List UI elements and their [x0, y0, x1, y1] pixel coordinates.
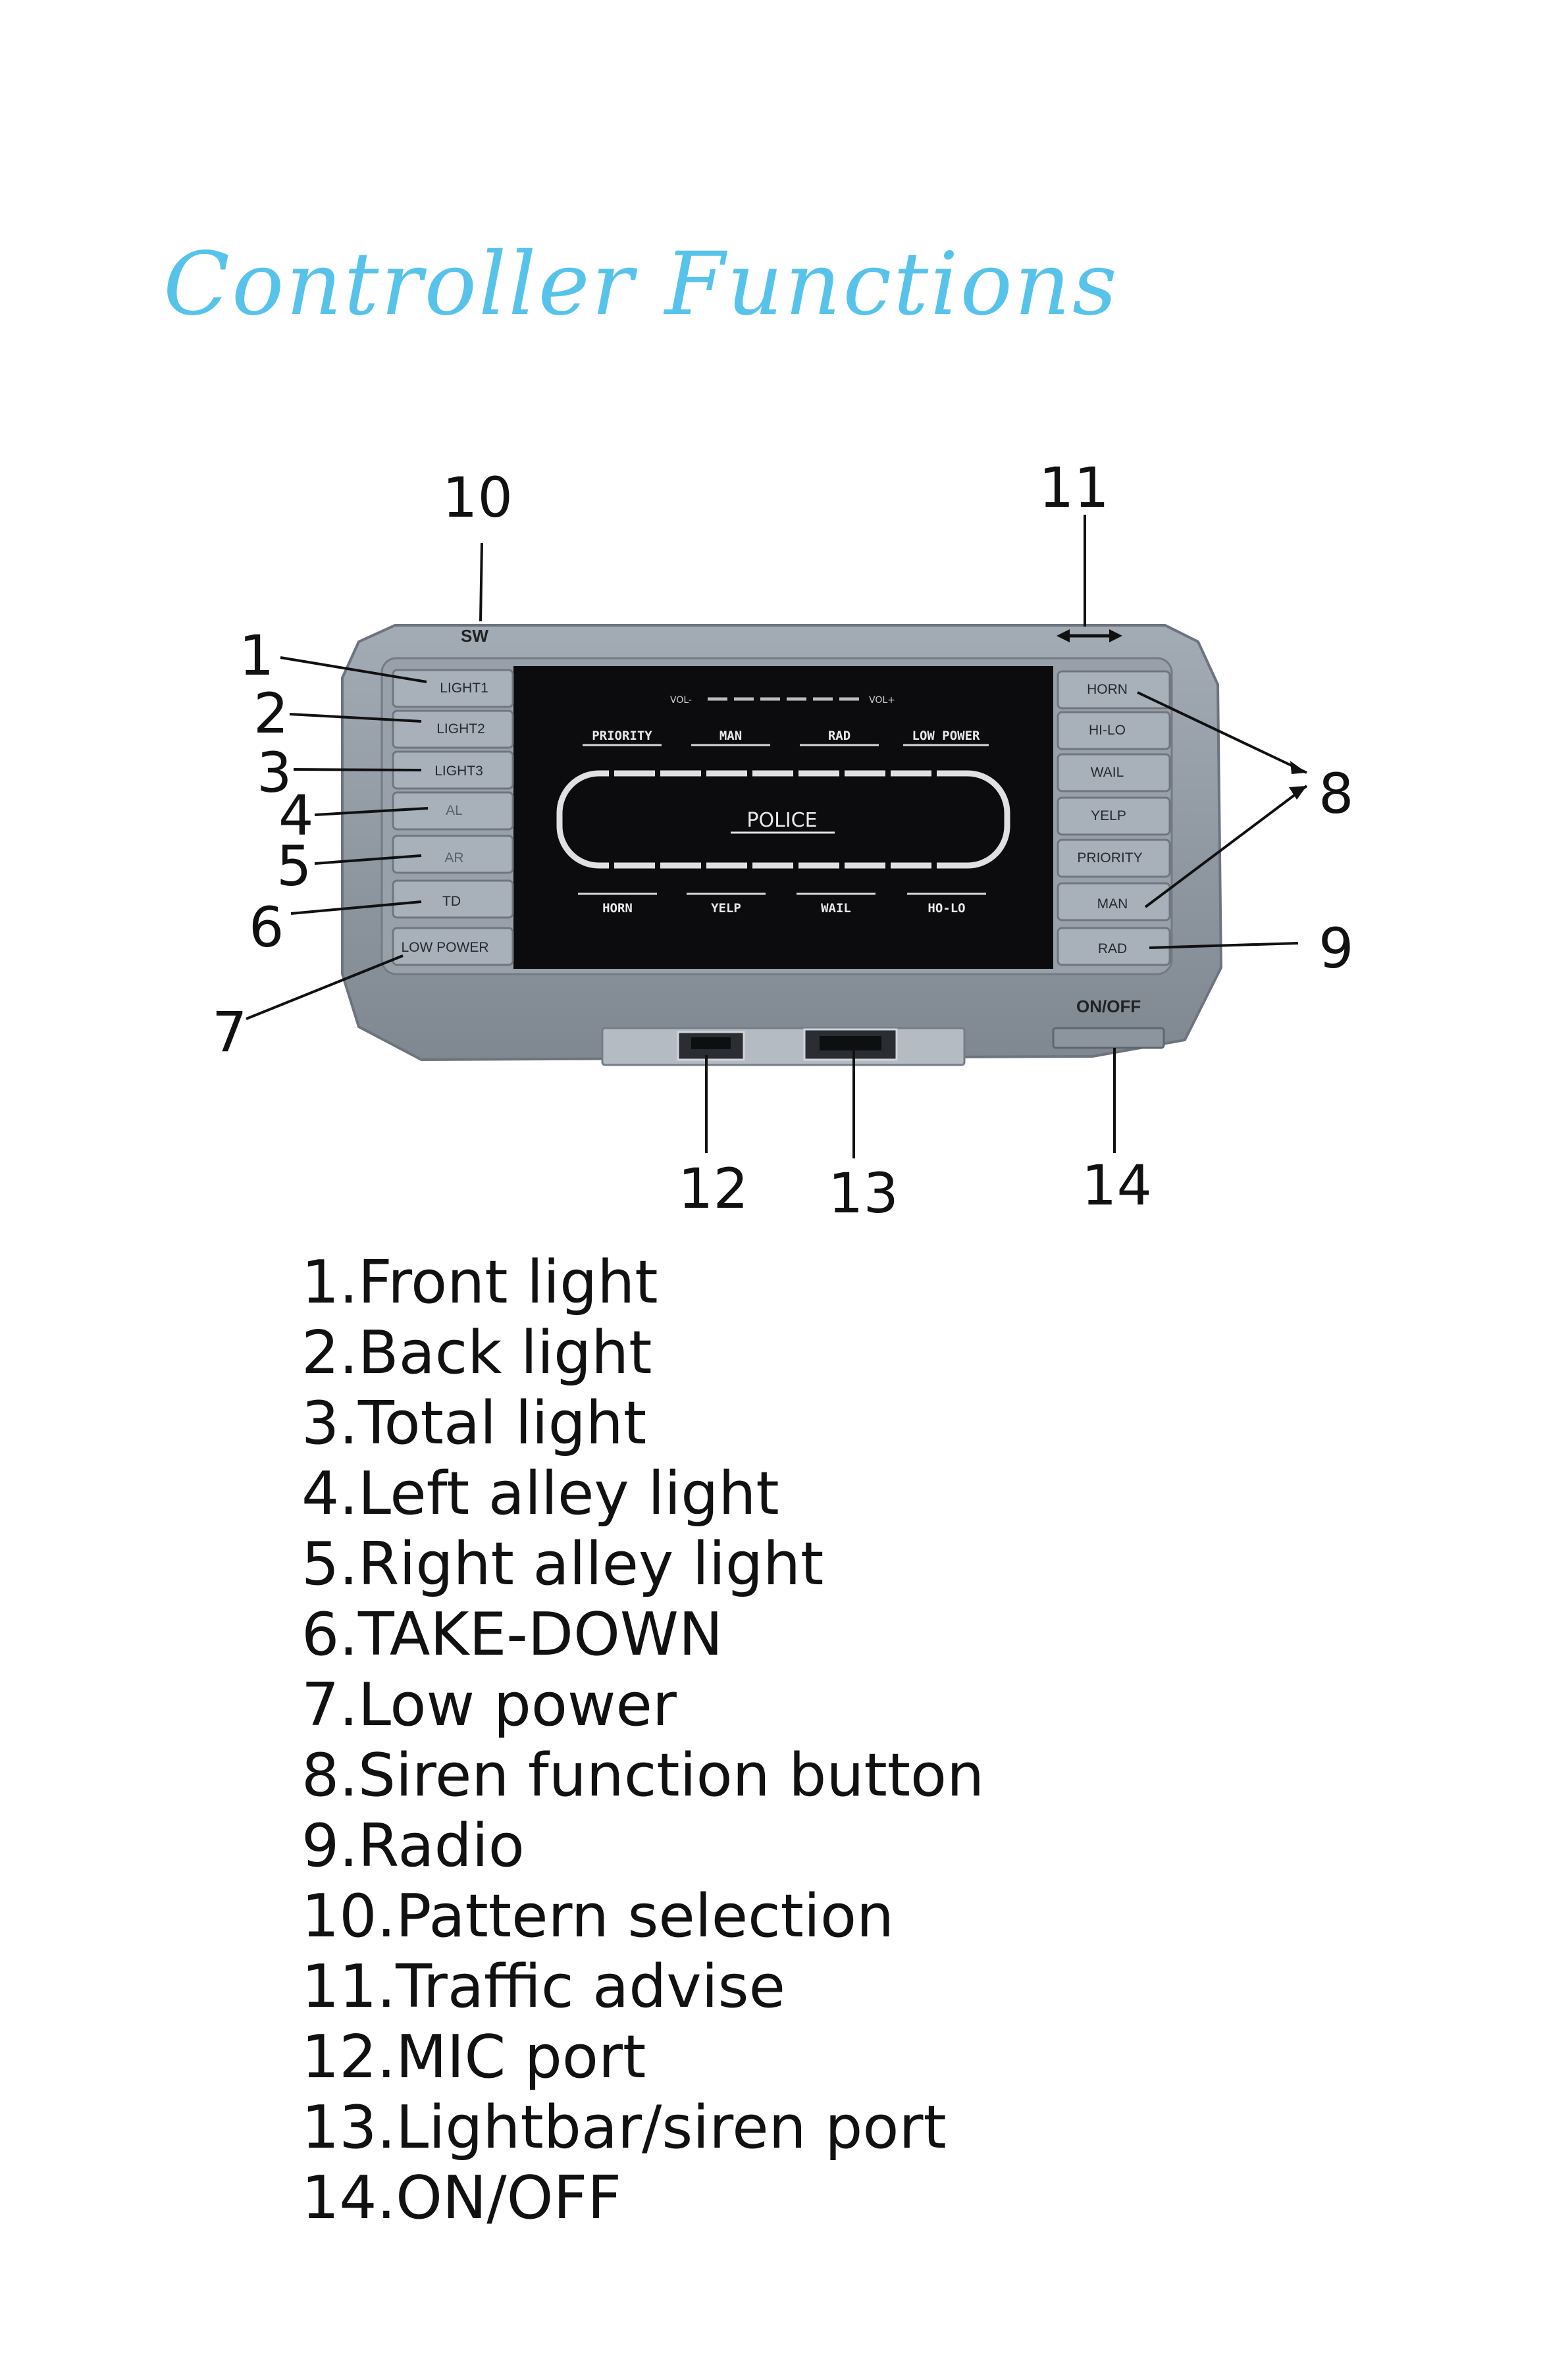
callout-4: 4: [278, 783, 313, 848]
right-button-column: HORN HI-LO WAIL YELP PRIORITY MAN RAD: [1057, 670, 1171, 966]
td-button[interactable]: [392, 879, 514, 919]
legend-item: 14.ON/OFF: [301, 2163, 621, 2233]
callout-7: 7: [212, 1000, 247, 1064]
ar-button[interactable]: [392, 835, 514, 874]
screen-label-rad: RAD: [828, 729, 850, 743]
horn-button[interactable]: [1057, 670, 1171, 710]
legend-item: 12.MIC port: [301, 2023, 646, 2092]
callout-3: 3: [257, 740, 292, 805]
callout-13: 13: [828, 1161, 899, 1226]
onoff-switch[interactable]: [1052, 1027, 1165, 1049]
ar-button-label: AR: [444, 850, 463, 866]
td-button-label: TD: [442, 894, 461, 909]
screen-label-ho-lo: HO-LO: [928, 901, 965, 916]
vol-minus-label: VOL-: [670, 695, 692, 706]
display-screen: [513, 666, 1053, 969]
controller-diagram: VOL- VOL+ PRIORITY MAN RAD LOW POWER POL…: [212, 455, 1353, 1226]
light3-button-label: LIGHT3: [434, 763, 483, 779]
left-button-column: LIGHT1 LIGHT2 LIGHT3 AL AR TD LOW POWER: [392, 669, 514, 966]
low-power-button-label: LOW POWER: [401, 940, 488, 955]
screen-label-horn: HORN: [602, 901, 633, 916]
page-title: Controller Functions: [163, 234, 1119, 335]
legend-item: 2.Back light: [301, 1318, 652, 1387]
legend-item: 10.Pattern selection: [301, 1882, 895, 1951]
light1-button[interactable]: [392, 669, 514, 708]
wail-button-label: WAIL: [1091, 765, 1124, 780]
legend-item: 8.Siren function button: [301, 1741, 985, 1810]
port-panel: [601, 1027, 966, 1066]
screen-label-wail: WAIL: [821, 901, 851, 916]
hi-lo-button-label: HI-LO: [1089, 723, 1126, 738]
screen-label-police: POLICE: [746, 809, 817, 832]
function-legend: 1.Front light 2.Back light 3.Total light…: [301, 1247, 984, 2233]
legend-item: 13.Lightbar/siren port: [301, 2093, 947, 2162]
low-power-button[interactable]: [392, 927, 514, 966]
lightbar-graphic: [556, 770, 1010, 869]
rad-button-label: RAD: [1098, 941, 1127, 956]
legend-item: 7.Low power: [301, 1670, 677, 1740]
legend-item: 3.Total light: [301, 1389, 647, 1458]
horn-button-label: HORN: [1087, 682, 1128, 697]
legend-item: 9.Radio: [301, 1811, 525, 1880]
legend-item: 11.Traffic advise: [301, 1952, 785, 2021]
traffic-advise-arrow-icon: [1057, 629, 1122, 642]
legend-item: 6.TAKE-DOWN: [301, 1600, 723, 1669]
callout-6: 6: [249, 895, 284, 960]
light1-button-label: LIGHT1: [440, 681, 488, 696]
screen-label-priority: PRIORITY: [592, 729, 652, 743]
callout-5: 5: [276, 834, 311, 898]
light2-button[interactable]: [392, 710, 514, 749]
callout-8: 8: [1319, 762, 1353, 826]
light2-button-label: LIGHT2: [436, 721, 485, 737]
sw-label: SW: [461, 626, 488, 646]
callout-11: 11: [1039, 455, 1109, 520]
hi-lo-button[interactable]: [1057, 711, 1171, 750]
callout-2: 2: [253, 681, 288, 746]
legend-item: 1.Front light: [301, 1248, 658, 1317]
callout-1: 1: [239, 623, 274, 688]
callout-10: 10: [442, 465, 513, 530]
priority-button[interactable]: [1057, 839, 1171, 878]
yelp-button[interactable]: [1057, 796, 1171, 836]
man-button-label: MAN: [1097, 896, 1128, 912]
screen-label-low-power: LOW POWER: [912, 729, 981, 743]
screen-label-man: MAN: [719, 729, 742, 743]
yelp-button-label: YELP: [1091, 808, 1126, 823]
man-button[interactable]: [1057, 882, 1171, 921]
al-button-label: AL: [446, 803, 463, 818]
legend-item: 5.Right alley light: [301, 1530, 824, 1599]
callout-12: 12: [678, 1156, 748, 1221]
vol-plus-label: VOL+: [869, 695, 895, 706]
priority-button-label: PRIORITY: [1077, 850, 1142, 866]
onoff-label: ON/OFF: [1076, 996, 1141, 1016]
callout-14: 14: [1082, 1153, 1152, 1218]
legend-item: 4.Left alley light: [301, 1459, 779, 1528]
callout-9: 9: [1319, 916, 1353, 981]
screen-label-yelp: YELP: [711, 901, 741, 916]
wail-button[interactable]: [1057, 753, 1171, 792]
